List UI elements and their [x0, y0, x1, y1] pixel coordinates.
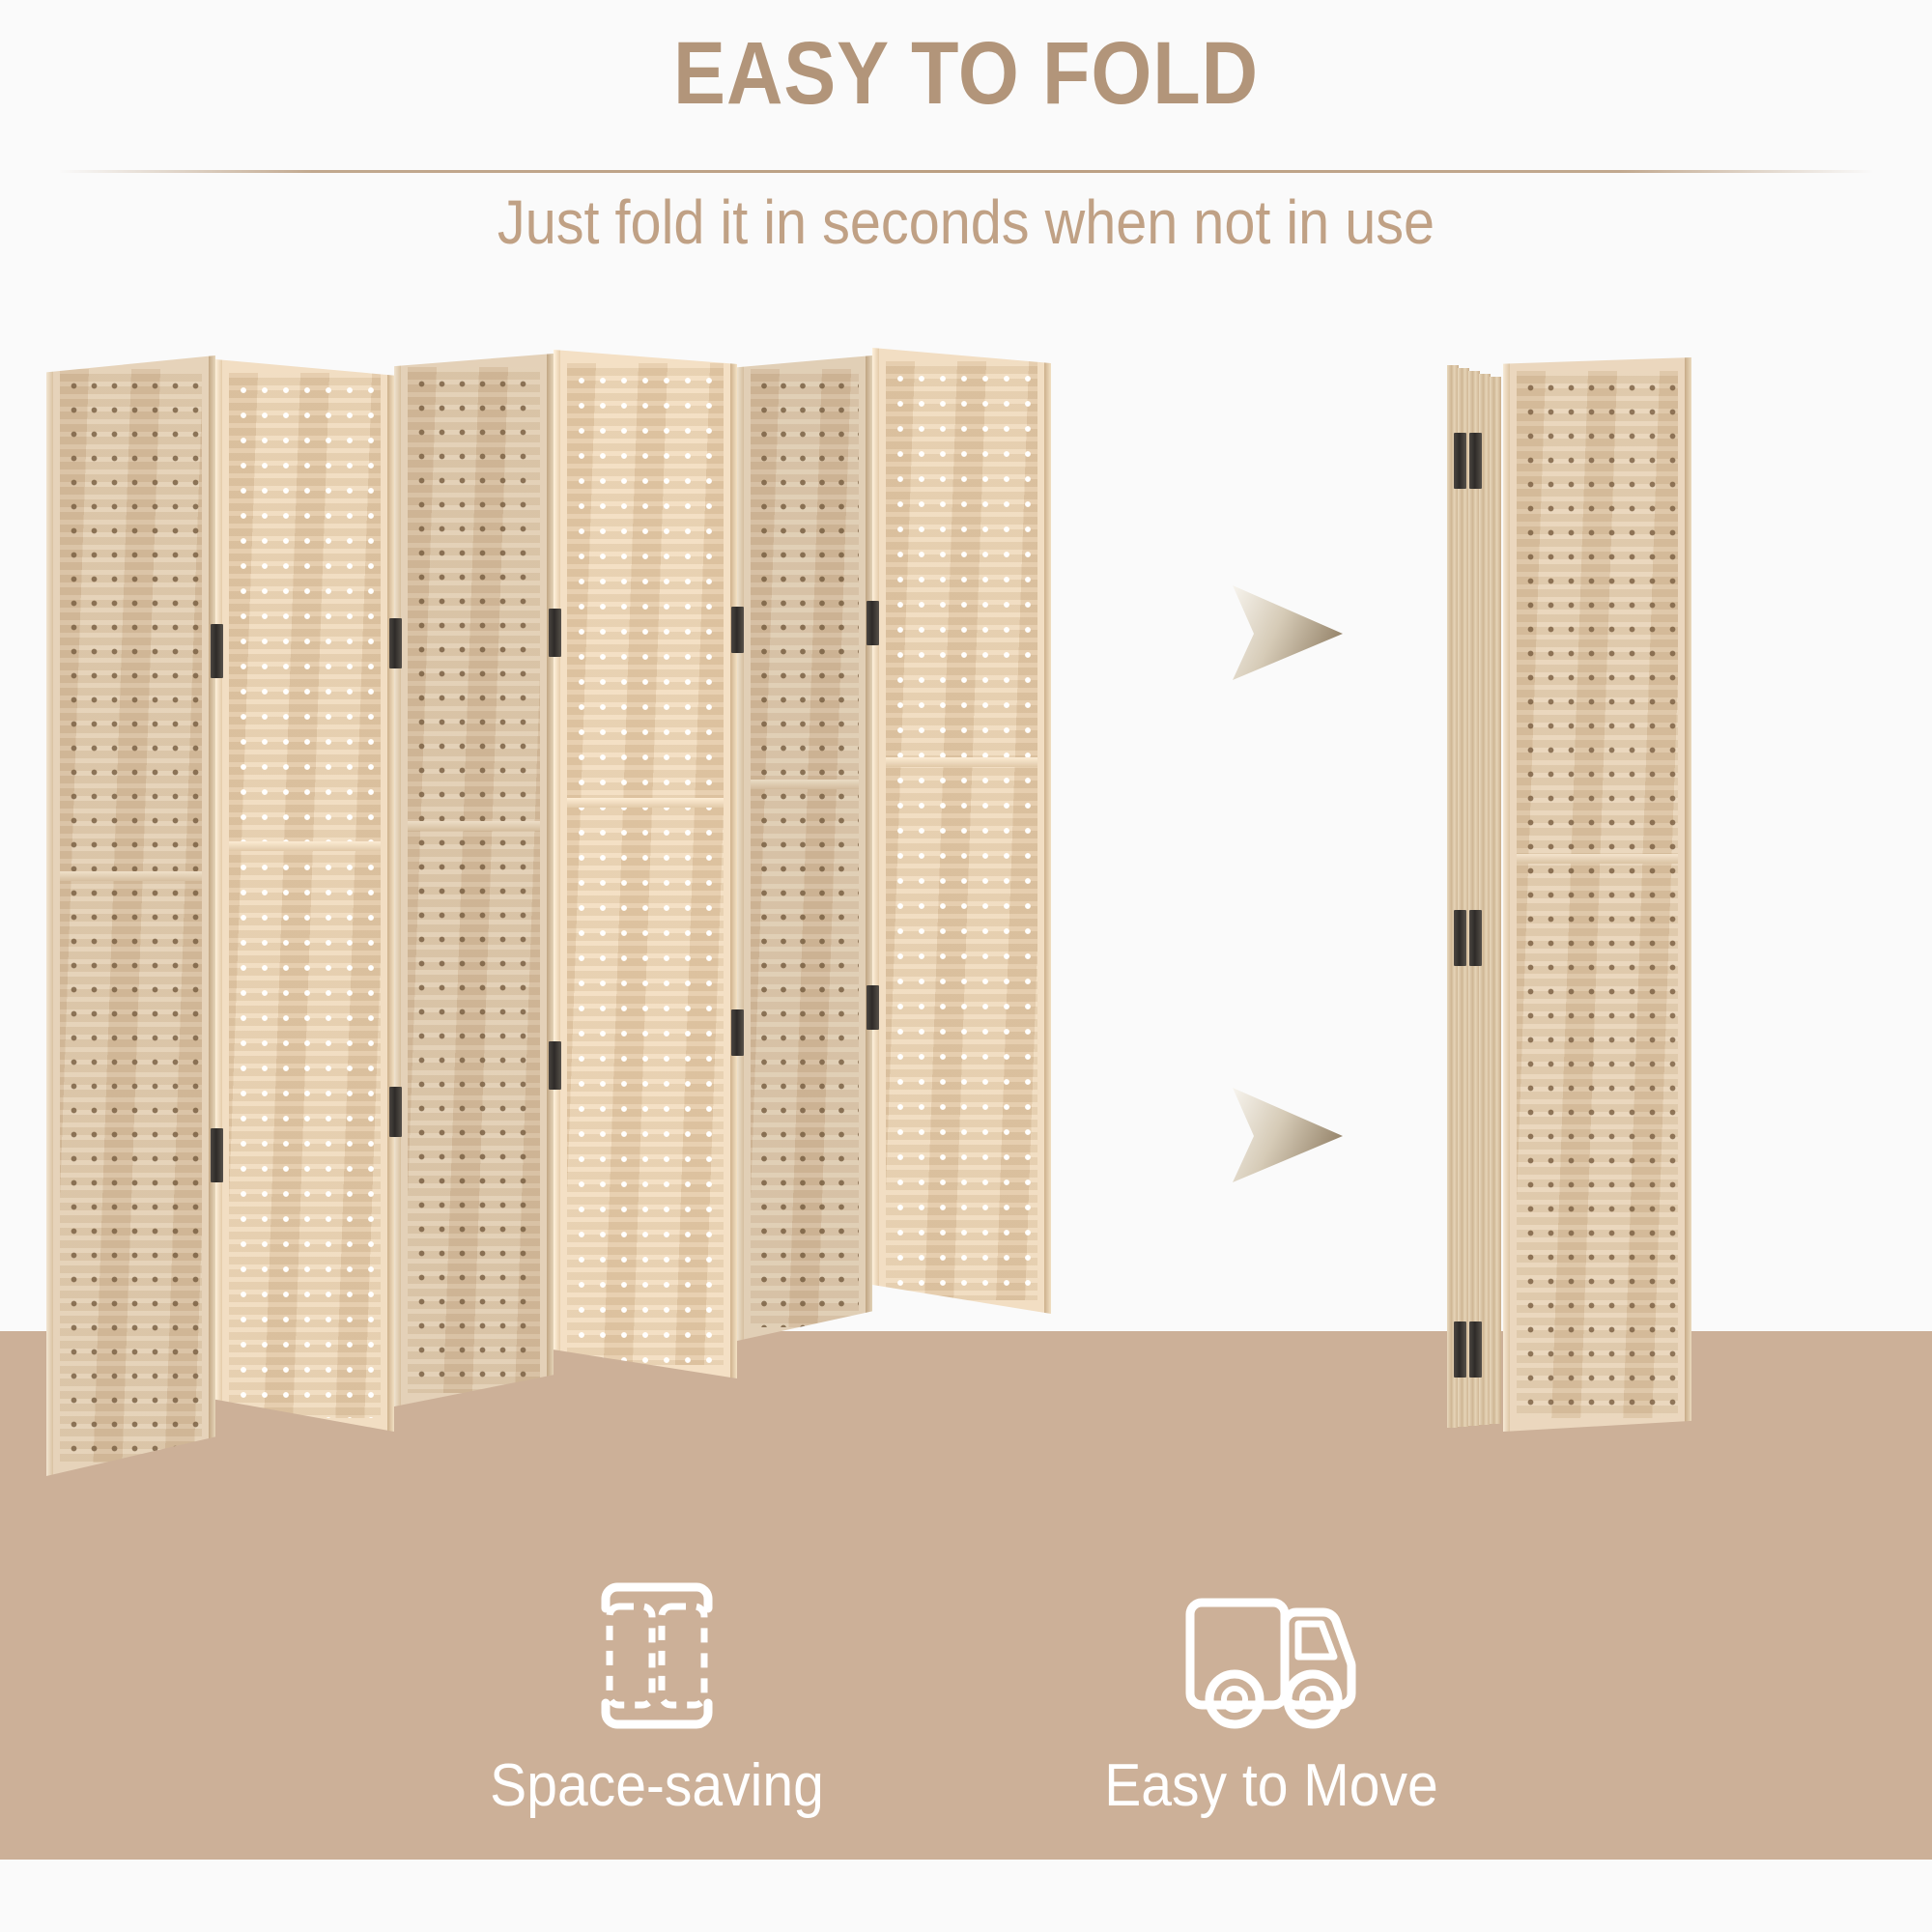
folded-panel-edge [1479, 374, 1491, 1425]
panel-hinge [1454, 433, 1466, 489]
page-subtitle: Just fold it in seconds when not in use [497, 187, 1435, 257]
panel-mid-rail [229, 841, 381, 851]
bottom-white-strip [0, 1860, 1932, 1932]
screen-panel [737, 355, 872, 1341]
folded-screen [1447, 357, 1691, 1432]
screen-panel [554, 350, 737, 1378]
peg-holes [567, 363, 724, 1365]
pegboard-surface [751, 369, 859, 1327]
pegboard-surface [886, 361, 1037, 1300]
panel-hinge [1454, 1321, 1466, 1378]
feature-row: Space-saving Easy to Move [0, 1575, 1932, 1864]
pegboard-surface [229, 373, 381, 1418]
panel-edge [737, 355, 744, 1341]
folded-panel-edge [1468, 371, 1480, 1426]
panel-hinge [867, 985, 879, 1030]
panel-edge [209, 355, 215, 1476]
feature-label: Easy to Move [1104, 1752, 1438, 1819]
panel-hinge [389, 618, 402, 668]
panel-hinge [389, 1087, 402, 1137]
panel-edge [1685, 357, 1691, 1432]
panel-hinge [731, 607, 744, 653]
peg-holes [751, 369, 859, 1327]
panel-edge [387, 359, 394, 1432]
panel-hinge [549, 1041, 561, 1090]
panel-hinge [549, 609, 561, 657]
screen-panel [1503, 357, 1691, 1432]
screen-panel [872, 348, 1051, 1314]
header-divider [58, 170, 1874, 173]
peg-holes [408, 367, 540, 1393]
panel-hinge [211, 624, 223, 678]
feature-easy-to-move: Easy to Move [981, 1575, 1561, 1816]
panel-mid-rail [60, 871, 202, 881]
folded-panel-edge [1458, 368, 1469, 1427]
peg-holes [229, 373, 381, 1418]
screen-panel [394, 354, 554, 1406]
screen-panel [215, 359, 394, 1432]
peg-holes [60, 369, 202, 1463]
panel-edge [1503, 357, 1510, 1432]
folded-panel-edge [1490, 377, 1501, 1424]
pegboard-surface [60, 369, 202, 1463]
panel-edge [46, 355, 53, 1476]
panel-mid-rail [1517, 854, 1678, 864]
panel-hinge [1469, 433, 1482, 489]
pegboard-surface [408, 367, 540, 1393]
panel-hinge [1469, 910, 1482, 966]
feature-label: Space-saving [490, 1752, 824, 1819]
page-title: EASY TO FOLD [673, 24, 1259, 123]
unfolded-screen [46, 348, 1051, 1476]
truck-icon [981, 1575, 1561, 1739]
panel-edge [1044, 348, 1051, 1314]
panel-mid-rail [751, 780, 859, 789]
space-saving-icon [367, 1575, 947, 1739]
screen-panel [46, 355, 215, 1476]
panel-hinge [731, 1009, 744, 1056]
feature-space-saving: Space-saving [367, 1575, 947, 1816]
panel-edge [730, 350, 737, 1378]
folded-panel-edge [1447, 365, 1459, 1428]
pegboard-surface [1517, 371, 1678, 1418]
peg-holes [886, 361, 1037, 1300]
pegboard-surface [567, 363, 724, 1365]
panel-edge [872, 348, 879, 1314]
panel-mid-rail [886, 757, 1037, 767]
fold-arrow-top [1233, 585, 1343, 680]
panel-hinge [211, 1128, 223, 1182]
panel-hinge [867, 601, 879, 645]
panel-mid-rail [408, 821, 540, 831]
panel-edge [554, 350, 560, 1378]
peg-holes [1517, 371, 1678, 1418]
fold-arrow-bottom [1233, 1088, 1343, 1182]
panel-mid-rail [567, 798, 724, 808]
panel-hinge [1454, 910, 1466, 966]
panel-edge [394, 354, 401, 1406]
panel-edge [866, 355, 872, 1341]
panel-edge [215, 359, 222, 1432]
panel-edge [547, 354, 554, 1406]
panel-hinge [1469, 1321, 1482, 1378]
